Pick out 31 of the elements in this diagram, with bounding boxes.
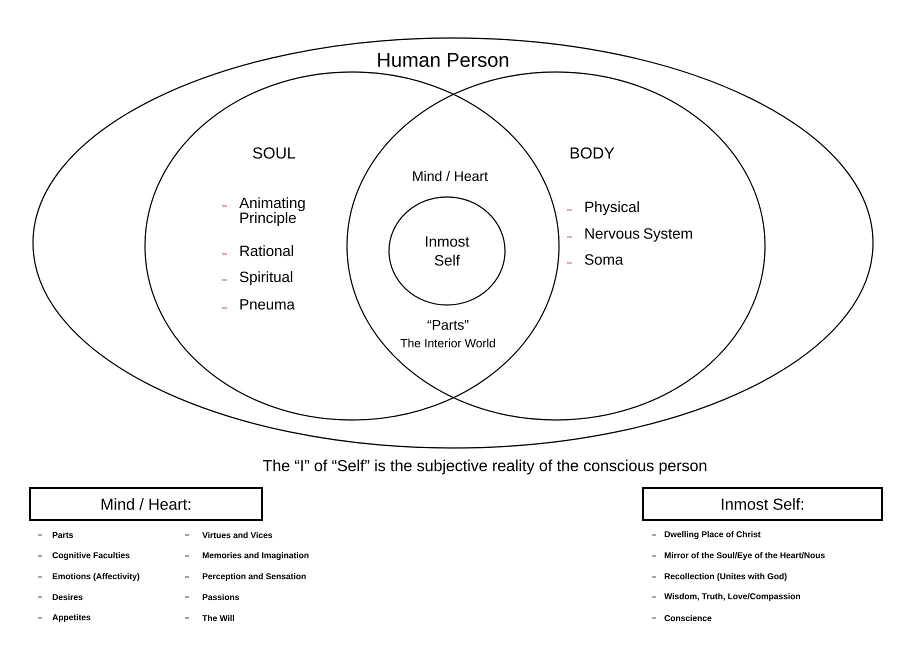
- region-label: Mind / Heart: [413, 170, 488, 182]
- list-item: Memories and Imagination: [184, 552, 308, 560]
- list-item: Animating Principle: [222, 197, 305, 226]
- heading-box: Mind / Heart:: [29, 487, 263, 521]
- list-item: Recollection (Unites with God): [652, 573, 787, 581]
- caption: The “I” of “Self” is the subjective reality of the conscious person: [262, 460, 706, 474]
- heading: Human Person: [378, 53, 508, 67]
- list-item: The Will: [184, 614, 234, 622]
- list-item: Soma: [566, 254, 624, 265]
- list-item: Emotions (Affectivity): [38, 573, 140, 581]
- list-item: Cognitive Faculties: [38, 552, 130, 560]
- list-item: Perception and Sensation: [184, 573, 306, 581]
- list-item: Conscience: [652, 614, 712, 622]
- region-label: The Interior World: [400, 338, 495, 348]
- region-label: “Parts”: [428, 320, 468, 330]
- list-item: Desires: [38, 594, 82, 600]
- heading-box: Inmost Self:: [642, 487, 883, 521]
- list-item: Pneuma: [222, 299, 295, 310]
- list-item: Virtues and Vices: [184, 532, 272, 538]
- list-item: Dwelling Place of Christ: [652, 531, 761, 539]
- list-item: Appetites: [38, 614, 90, 622]
- list-item: Nervous System: [566, 228, 692, 242]
- list-item: Spiritual: [222, 271, 292, 286]
- list-item: Rational: [222, 245, 294, 256]
- list-item: Wisdom, Truth, Love/Compassion: [652, 593, 800, 601]
- heading: BODY: [570, 147, 614, 159]
- list-item: Parts: [38, 532, 74, 538]
- list-item: Physical: [566, 201, 639, 216]
- list-item: Passions: [184, 594, 240, 600]
- heading: SOUL: [253, 147, 296, 159]
- list-item: Mirror of the Soul/Eye of the Heart/Nous: [652, 552, 825, 560]
